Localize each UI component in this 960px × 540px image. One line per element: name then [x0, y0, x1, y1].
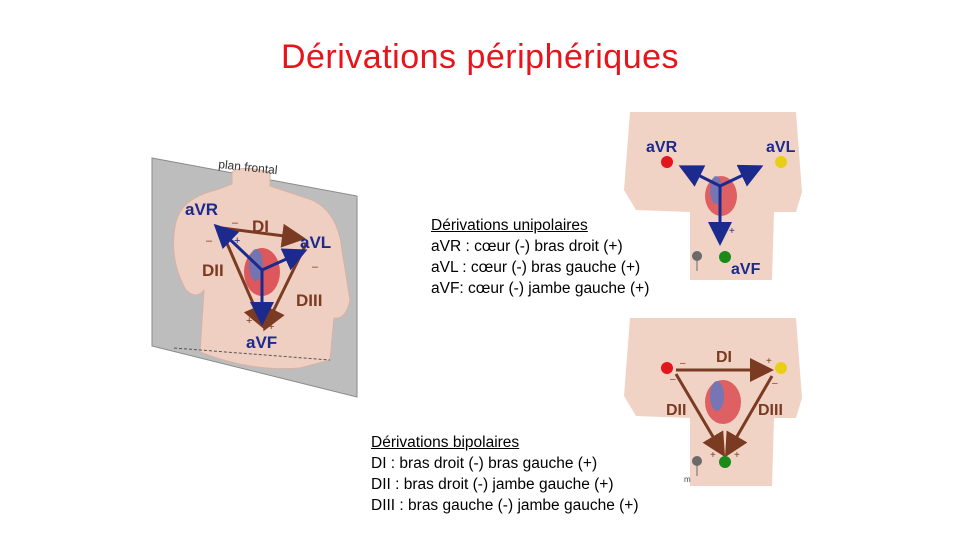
diii-label: DIII	[296, 291, 322, 310]
electrode-green	[719, 251, 731, 263]
diii-label: DIII	[758, 402, 783, 419]
minus-sign: –	[232, 217, 239, 229]
unipolar-line: aVR : cœur (-) bras droit (+)	[431, 238, 623, 255]
bipolar-line: DIII : bras gauche (-) jambe gauche (+)	[371, 497, 639, 514]
avl-label: aVL	[300, 233, 331, 252]
plane-label: plan frontal	[218, 157, 279, 177]
electrode-yellow	[775, 156, 787, 168]
avf-label: aVF	[246, 333, 277, 352]
minus-sign: –	[206, 235, 213, 247]
minus-sign: –	[772, 378, 778, 389]
plus-sign: +	[246, 315, 252, 327]
bipolar-caption: Dérivations bipolaires DI : bras droit (…	[371, 432, 639, 516]
electrode-red	[661, 156, 673, 168]
unipolar-caption: Dérivations unipolaires aVR : cœur (-) b…	[431, 215, 649, 299]
electrode-yellow	[775, 362, 787, 374]
plus-sign: +	[766, 356, 772, 367]
plus-sign: +	[742, 166, 748, 177]
minus-sign: –	[670, 374, 676, 385]
plus-sign: +	[694, 164, 700, 175]
frontal-plane-torso-figure: plan frontal aVR aVL aVF DI DII DIII + +…	[151, 157, 358, 398]
bipolar-heading: Dérivations bipolaires	[371, 434, 520, 451]
electrode-gray	[692, 251, 702, 261]
small-mark: m	[684, 475, 691, 484]
minus-sign: –	[680, 358, 686, 369]
plus-sign: +	[264, 303, 270, 315]
plus-sign: +	[710, 450, 716, 461]
electrode-green	[719, 456, 731, 468]
electrode-red	[661, 362, 673, 374]
dii-label: DII	[666, 402, 686, 419]
avr-label: aVR	[646, 139, 678, 156]
slide-title: Dérivations périphériques	[280, 38, 680, 76]
di-label: DI	[716, 349, 732, 366]
unipolar-line: aVF: cœur (-) jambe gauche (+)	[431, 280, 650, 297]
avl-label: aVL	[766, 139, 796, 156]
avf-label: aVF	[731, 261, 761, 278]
electrode-gray	[692, 456, 702, 466]
unipolar-heading: Dérivations unipolaires	[431, 217, 588, 234]
plus-sign: +	[729, 226, 735, 237]
dii-label: DII	[202, 261, 224, 280]
plus-sign: +	[268, 321, 274, 333]
minus-sign: –	[312, 261, 319, 273]
bipolar-line: DI : bras droit (-) bras gauche (+)	[371, 455, 598, 472]
di-label: DI	[252, 217, 269, 236]
plus-sign: +	[286, 233, 292, 245]
bipolar-torso-figure: m DI DII DIII – + – – + +	[624, 318, 802, 486]
unipolar-line: aVL : cœur (-) bras gauche (+)	[431, 259, 641, 276]
unipolar-torso-figure: aVR aVL aVF + + +	[624, 112, 802, 280]
plus-sign: +	[234, 235, 240, 247]
avr-label: aVR	[185, 200, 218, 219]
plus-sign: +	[734, 450, 740, 461]
bipolar-line: DII : bras droit (-) jambe gauche (+)	[371, 476, 614, 493]
